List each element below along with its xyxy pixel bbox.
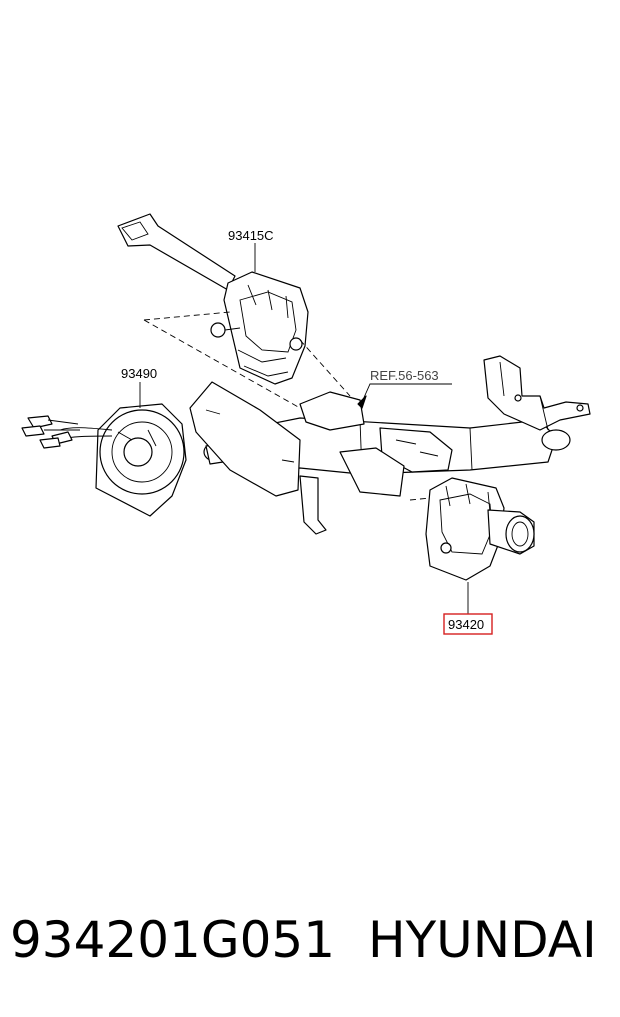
alignment-line (143, 311, 231, 321)
part-caption: 934201G051 HYUNDAI (0, 905, 620, 975)
part-number: 934201G051 (10, 911, 336, 969)
callout-93490: 93490 (121, 366, 157, 381)
multifunction-switch-assembly (117, 213, 309, 385)
callout-leader-ref (361, 383, 452, 403)
callout-93420: 93420 (448, 617, 484, 632)
brand-name: HYUNDAI (368, 911, 597, 969)
highlight-box-93420 (443, 613, 493, 635)
ref-arrowhead (357, 395, 367, 409)
alignment-line (299, 339, 351, 397)
clock-spring-assembly (21, 403, 187, 517)
callout-ref-56-563: REF.56-563 (370, 368, 439, 383)
alignment-line (409, 497, 431, 501)
callout-93415C: 93415C (228, 228, 274, 243)
steering-column (189, 355, 591, 535)
wiper-switch-assembly (425, 477, 535, 581)
exploded-parts-diagram: 93415C 93490 (21, 213, 591, 635)
